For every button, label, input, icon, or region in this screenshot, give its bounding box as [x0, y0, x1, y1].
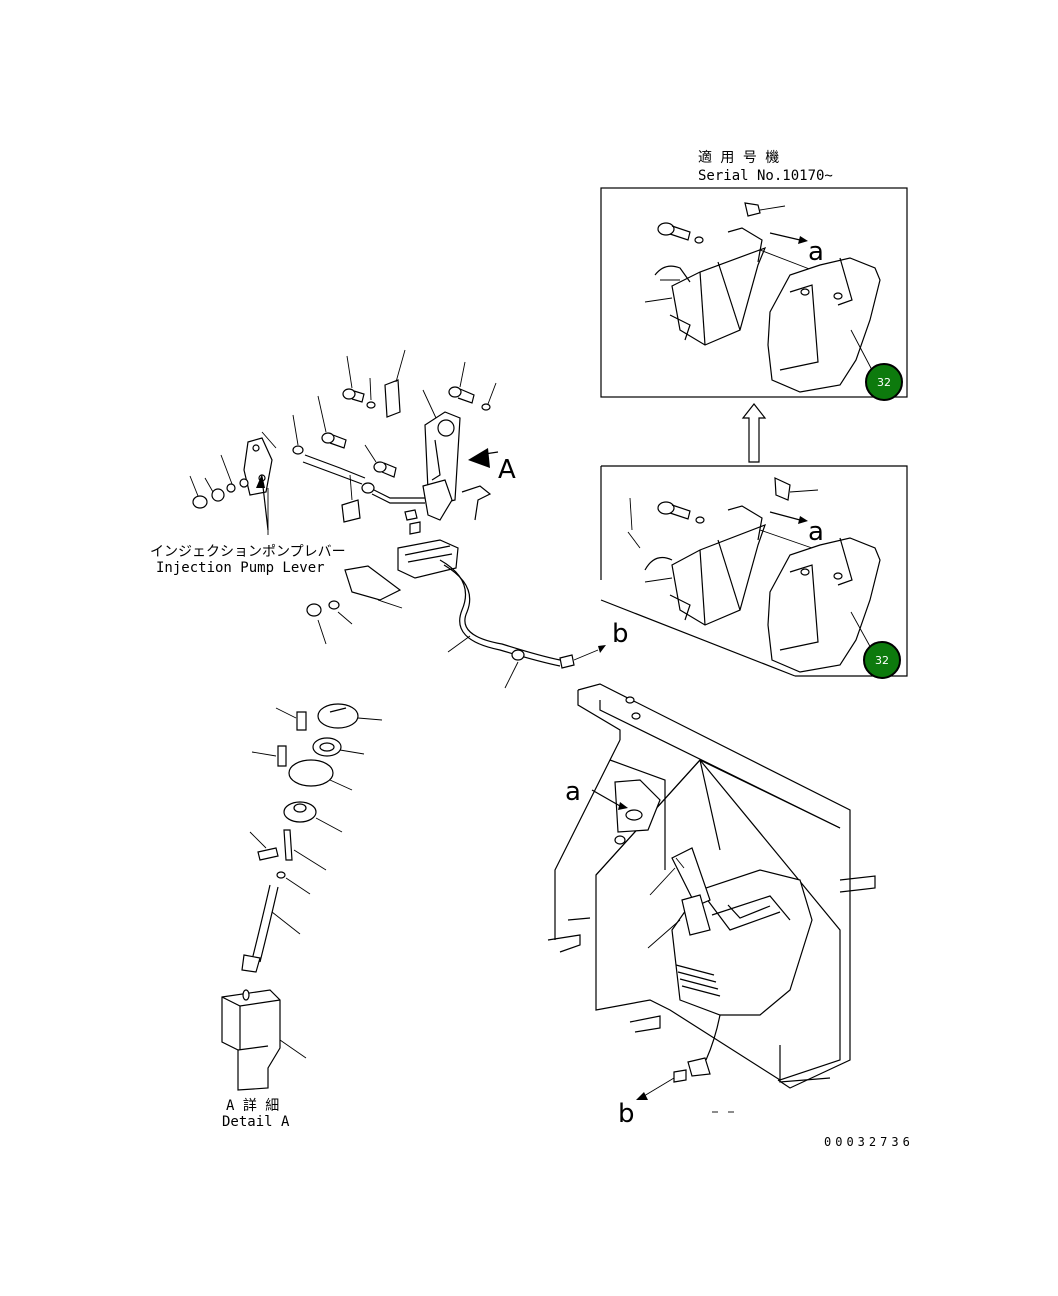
- linkage-assembly: A b: [189, 349, 629, 689]
- inset-upper-badge-number: 32: [877, 376, 891, 389]
- inset-upper: a 32: [600, 187, 908, 401]
- inset-upper-ref-a: a: [808, 237, 824, 267]
- inset-lower-badge-number: 32: [875, 654, 889, 667]
- detail-a-label-en: Detail A: [222, 1114, 290, 1130]
- hollow-arrow-up: [741, 403, 767, 463]
- injection-lever-label-en: Injection Pump Lever: [156, 560, 325, 576]
- inset-upper-bolt: [657, 222, 704, 244]
- frame-ref-b: b: [618, 1099, 635, 1129]
- inset-lower-badge: [863, 641, 901, 679]
- inset-lower-ref-a: a: [808, 517, 824, 547]
- frame-ref-a: a: [565, 777, 581, 807]
- serial-note-jp: 適 用 号 機: [698, 149, 779, 166]
- cab-frame: a b: [547, 683, 876, 1129]
- cable-ref-b: b: [612, 619, 629, 649]
- injection-lever-label-jp: インジェクションポンプレバー: [150, 544, 346, 560]
- view-marker-a: A: [498, 455, 516, 485]
- inset-upper-badge: [865, 363, 903, 401]
- view-arrow: [468, 448, 490, 468]
- detail-a-label-jp: A 詳 細: [226, 1098, 279, 1114]
- inset-lower: a 32: [600, 465, 908, 679]
- serial-note-en: Serial No.10170~: [698, 168, 833, 184]
- inset-lower-bolt: [657, 501, 705, 524]
- detail-a-assembly: [221, 703, 383, 1091]
- drawing-number: 00032736: [824, 1135, 914, 1149]
